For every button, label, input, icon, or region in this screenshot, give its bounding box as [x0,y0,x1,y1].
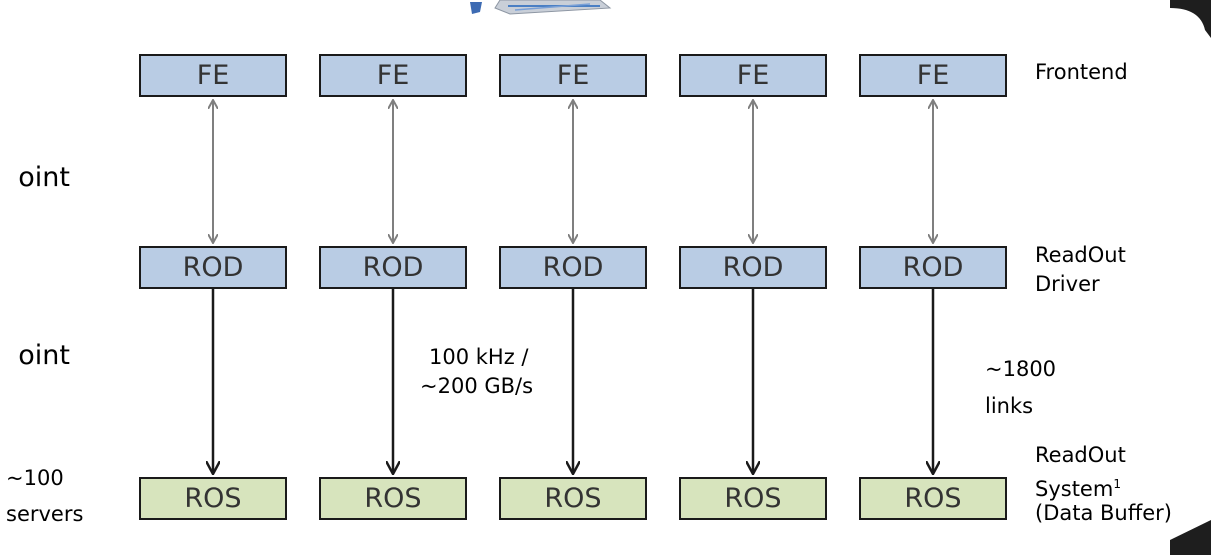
row-label-frontend: Frontend [1035,58,1128,87]
system-footnote-marker: 1 [1113,477,1121,491]
ros-box-4: ROS [679,477,827,520]
servers-annotation-line2: servers [6,500,83,529]
ros-box-3: ROS [499,477,647,520]
row-label-system-line1: ReadOut [1035,441,1126,470]
rod-box-5: ROD [859,246,1007,289]
links-annotation-line1: ~1800 [985,355,1056,384]
rate-annotation-line1: 100 kHz / [429,343,528,372]
fe-box-4: FE [679,54,827,97]
row-label-driver-line2: Driver [1035,270,1100,299]
fe-box-5: FE [859,54,1007,97]
servers-annotation-line1: ~100 [6,464,64,493]
row-label-driver-line1: ReadOut [1035,241,1126,270]
row-label-system-line3: (Data Buffer) [1035,499,1172,528]
rod-box-3: ROD [499,246,647,289]
rod-box-2: ROD [319,246,467,289]
links-annotation-line2: links [985,392,1033,421]
fe-box-2: FE [319,54,467,97]
ros-box-1: ROS [139,477,287,520]
rate-annotation-line2: ~200 GB/s [420,372,533,401]
rod-box-4: ROD [679,246,827,289]
fe-box-1: FE [139,54,287,97]
ros-box-5: ROS [859,477,1007,520]
rod-box-1: ROD [139,246,287,289]
system-label-text: System [1035,477,1113,501]
fe-box-3: FE [499,54,647,97]
ros-box-2: ROS [319,477,467,520]
